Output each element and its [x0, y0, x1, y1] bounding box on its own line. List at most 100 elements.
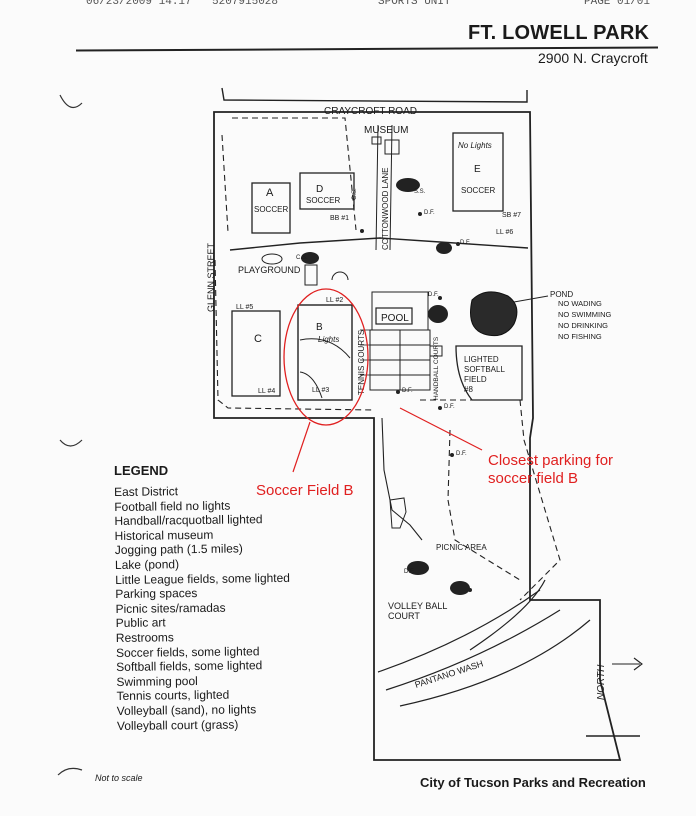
ll4-label: LL #4 — [258, 388, 275, 395]
field-e-type: SOCCER — [461, 186, 495, 195]
pond-rule: NO WADING — [558, 299, 602, 308]
parking-pointer — [399, 407, 483, 451]
pond — [470, 291, 518, 337]
craycroft-road-edge — [221, 87, 528, 103]
pool-label: POOL — [381, 313, 409, 324]
soccer-field-b-pointer — [292, 421, 311, 473]
south-parking — [389, 497, 407, 529]
playground-spot — [261, 253, 283, 265]
parking-annotation-line-1: Closest parking for — [488, 452, 614, 469]
craycroft-road-label: CRAYCROFT ROAD — [324, 106, 417, 117]
cs-label-north: C.S. — [352, 188, 358, 200]
field-d — [299, 172, 355, 210]
softball-label-3: FIELD — [464, 375, 487, 384]
pond-rule: NO DRINKING — [558, 321, 608, 330]
fax-sender: SPORTS UNIT — [378, 0, 451, 8]
field-d-type: SOCCER — [306, 196, 340, 205]
field-b-letter: B — [316, 322, 323, 333]
ss-label: S.S. — [414, 189, 426, 195]
df-label-2: D.F. — [460, 240, 471, 246]
field-d-letter: D — [316, 184, 323, 195]
not-to-scale-note: Not to scale — [95, 773, 143, 783]
field-e — [452, 132, 504, 212]
cs-box — [304, 264, 318, 286]
north-arrow-icon — [612, 657, 643, 671]
softball-label-1: LIGHTED — [464, 355, 499, 364]
df-label-7: D.F. — [404, 569, 415, 575]
drinking-fountain-dots — [360, 212, 472, 592]
field-c-letter: C — [254, 333, 262, 345]
pond-label: POND — [550, 290, 573, 299]
field-e-letter: E — [474, 164, 481, 175]
field-e-note: No Lights — [458, 141, 492, 150]
museum-label: MUSEUM — [364, 125, 408, 136]
pond-rule: NO FISHING — [558, 332, 602, 341]
pond-rule: NO SWIMMING — [558, 310, 611, 319]
volleyball-label-2: COURT — [388, 611, 420, 621]
pond-rules: NO WADING NO SWIMMING NO DRINKING NO FIS… — [558, 299, 611, 341]
legend-item: Little League fields, some lighted — [115, 570, 291, 587]
volleyball-label-1: VOLLEY BALL — [388, 601, 447, 611]
df-label-6: D.F. — [456, 451, 467, 457]
glenn-street-label: GLENN STREET — [206, 242, 216, 312]
parking-annotation-line-2: soccer field B — [488, 470, 579, 487]
museum-annex — [371, 136, 382, 145]
hole-punch-marks — [57, 94, 83, 776]
softball-label-2: SOFTBALL — [464, 365, 505, 374]
field-a-letter: A — [266, 187, 274, 199]
cs-label-playground: C.S. — [296, 255, 308, 261]
jogging-path — [214, 117, 561, 601]
legend-item: Volleyball court (grass) — [116, 716, 239, 733]
playground-label: PLAYGROUND — [238, 265, 301, 275]
soccer-field-b-highlight — [283, 288, 369, 426]
ramada-shapes — [301, 178, 470, 595]
df-label-4: D.F. — [402, 388, 413, 394]
ll2-label: LL #2 — [326, 297, 343, 304]
picnic-label: PICNIC AREA — [436, 543, 487, 552]
north-label: NORTH — [596, 664, 607, 700]
public-art-arch — [331, 271, 349, 281]
bb1-label: BB #1 — [330, 215, 349, 222]
field-b — [297, 304, 353, 401]
park-title: FT. LOWELL PARK — [468, 22, 650, 44]
field-b-arc-top — [299, 338, 351, 359]
pool-complex — [371, 291, 429, 331]
museum-building — [384, 139, 400, 155]
field-b-arc-bottom — [299, 371, 323, 399]
fax-timestamp: 06/23/2009 14:17 — [86, 0, 192, 8]
cottonwood-lane-label: COTTONWOOD LANE — [381, 167, 390, 250]
interior-road — [229, 237, 529, 251]
pool — [375, 307, 413, 325]
handball-label: HANDBALL COURTS — [433, 336, 440, 400]
softball-label-4: #8 — [464, 385, 473, 394]
df-label-5: D.F. — [444, 404, 455, 410]
parking-annotation: Closest parking for soccer field B — [488, 452, 613, 488]
cottonwood-lane-road — [375, 124, 393, 251]
pond-pointer — [513, 295, 549, 303]
field-a — [251, 182, 291, 234]
ll6-label: LL #6 — [496, 229, 513, 236]
legend-list: East District Football field no lights H… — [114, 483, 292, 733]
pantano-wash — [377, 579, 591, 707]
ll3-label: LL #3 — [312, 387, 329, 394]
tennis-courts — [369, 329, 443, 391]
sb7-label: SB #7 — [502, 212, 521, 219]
footer-credit: City of Tucson Parks and Recreation — [420, 775, 646, 790]
field-a-type: SOCCER — [254, 205, 288, 214]
fax-number: 5207915028 — [212, 0, 279, 8]
soccer-field-b-annotation: Soccer Field B — [256, 482, 354, 499]
field-c — [231, 310, 281, 397]
softball-field — [455, 345, 523, 401]
field-b-note: Lights — [318, 335, 339, 344]
df-label-1: D.F. — [424, 210, 435, 216]
ll5-label: LL #5 — [236, 304, 253, 311]
park-boundary — [213, 111, 622, 761]
df-label-3: D.F. — [428, 292, 439, 298]
legend-title: LEGEND — [114, 463, 169, 478]
fax-page: PAGE 01/01 — [584, 0, 651, 8]
park-address: 2900 N. Craycroft — [538, 50, 648, 66]
south-drive — [381, 417, 423, 541]
tennis-label: TENNIS COURTS — [357, 330, 366, 395]
